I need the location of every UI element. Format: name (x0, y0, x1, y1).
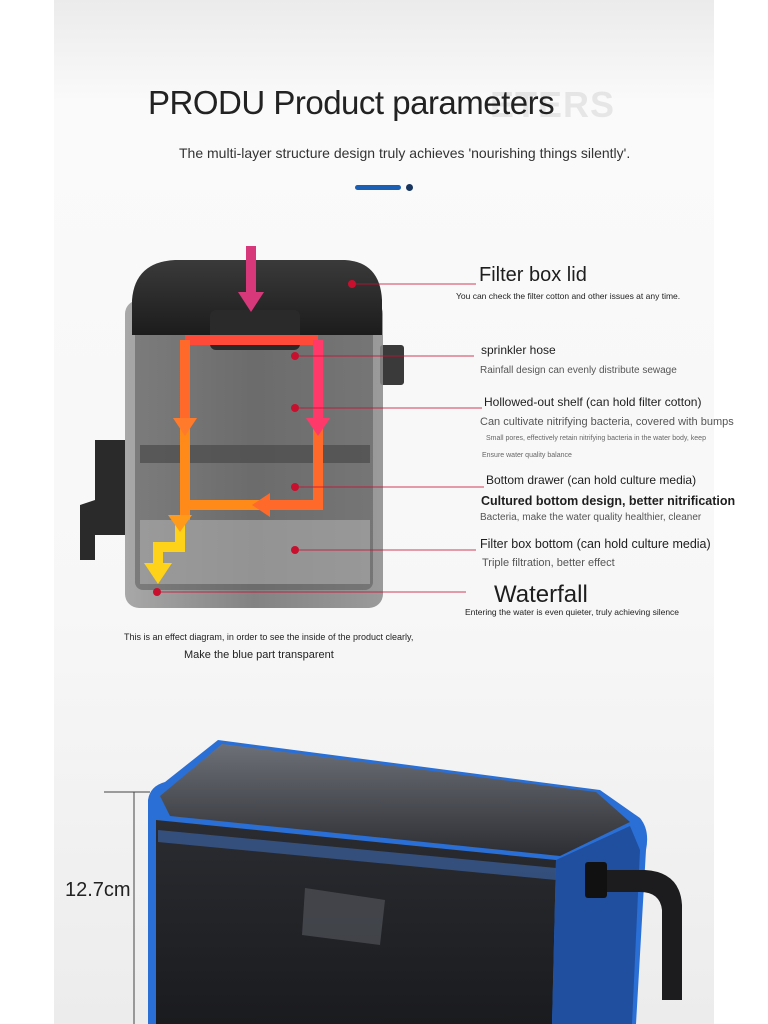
callout-shelf-title: Hollowed-out shelf (can hold filter cott… (484, 395, 702, 409)
callout-waterfall-desc: Entering the water is even quieter, trul… (465, 607, 680, 617)
page-title: PRODU Product parameters (148, 84, 555, 121)
callout-drawer-title: Bottom drawer (can hold culture media) (486, 473, 697, 487)
callout-dot-shelf (291, 404, 299, 412)
callout-sprinkler-desc: Rainfall design can evenly distribute se… (480, 365, 677, 376)
arrow-down-icon (238, 292, 264, 312)
height-dimension-label: 12.7cm (65, 879, 131, 901)
callout-dot-sprinkler (291, 352, 299, 360)
callout-dots (153, 280, 356, 596)
filter-box-diagram (80, 246, 484, 608)
callout-shelf-desc3: Ensure water quality balance (482, 452, 572, 459)
outlet-nozzle (380, 345, 404, 385)
leader-lines (161, 283, 484, 593)
outlet-pipe (595, 870, 682, 1000)
water-flow-path (153, 246, 323, 572)
callout-dot-waterfall (153, 588, 161, 596)
arrow-down-icon (173, 418, 197, 436)
ghost-title: ETERS (490, 84, 616, 125)
callout-bottom-desc: Triple filtration, better effect (482, 557, 615, 569)
arrow-left-icon (252, 493, 270, 517)
hanging-clip (80, 440, 125, 560)
inner-sponge-box (302, 888, 385, 945)
callout-drawer-desc: Bacteria, make the water quality healthi… (480, 512, 702, 523)
callout-shelf-desc: Can cultivate nitrifying bacteria, cover… (480, 416, 734, 428)
callout-dot-drawer (291, 483, 299, 491)
callout-dot-lid (348, 280, 356, 288)
transparency-note: Make the blue part transparent (184, 649, 334, 661)
product-lid (160, 744, 630, 856)
callout-waterfall-title: Waterfall (494, 581, 588, 608)
arrow-down-icon (144, 563, 172, 584)
arrow-down-icon (168, 515, 192, 532)
shelf-panel (140, 445, 370, 463)
dimension-line (104, 791, 150, 1024)
ribbed-band (158, 830, 556, 880)
title-underline-bar (355, 185, 401, 190)
callout-lid-desc: You can check the filter cotton and othe… (456, 291, 681, 301)
callout-drawer-subtitle: Cultured bottom design, better nitrifica… (481, 494, 736, 508)
callout-dot-bottom (291, 546, 299, 554)
title-underline-dot (406, 184, 413, 191)
callout-lid-title: Filter box lid (479, 264, 587, 286)
callout-sprinkler-title: sprinkler hose (481, 343, 556, 357)
page-subtitle: The multi-layer structure design truly a… (179, 145, 631, 161)
arrow-down-icon (306, 418, 330, 436)
effect-diagram-note: This is an effect diagram, in order to s… (124, 632, 414, 642)
pipe-connector (585, 862, 607, 898)
callout-bottom-title: Filter box bottom (can hold culture medi… (480, 537, 711, 551)
callout-shelf-desc2: Small pores, effectively retain nitrifyi… (486, 435, 706, 442)
